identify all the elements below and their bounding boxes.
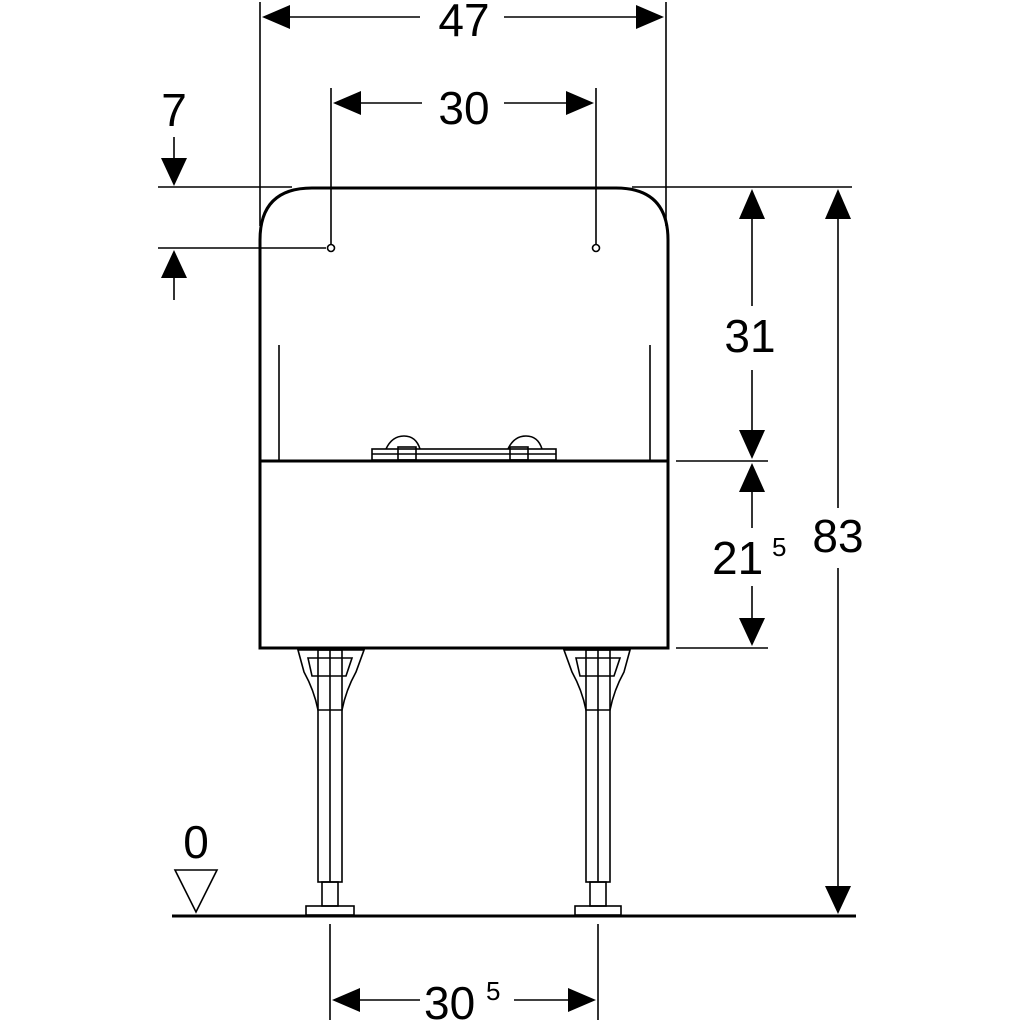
floor-level-label: 0 <box>183 816 209 868</box>
leg-foot-left <box>305 905 355 916</box>
leg-foot-right <box>574 905 622 916</box>
dimension-lower-height-label: 21 <box>712 532 763 584</box>
dimension-upper-height: 31 <box>724 189 776 459</box>
dimension-width-overall: 47 <box>262 0 664 46</box>
leg-right <box>562 649 632 916</box>
dimension-width-overall-label: 47 <box>438 0 489 46</box>
dimension-leg-spacing-main: 30 <box>424 977 475 1024</box>
dimension-total-height: 83 <box>812 189 864 914</box>
dimension-hole-offset-label: 7 <box>161 84 187 136</box>
dimension-lower-height-superscript: 5 <box>772 532 786 562</box>
bracket-clip-left <box>385 435 421 450</box>
dimension-leg-spacing: 30 5 <box>332 976 596 1024</box>
cabinet-body <box>258 186 670 650</box>
leg-foot-stem-left <box>321 881 339 907</box>
floor-level-marker: 0 <box>173 816 219 914</box>
dimension-total-height-label: 83 <box>812 510 863 562</box>
leg-foot-stem-right <box>589 881 607 907</box>
mounting-hole-left <box>326 243 336 253</box>
dimension-hole-spacing: 30 <box>333 82 594 134</box>
dimension-hole-offset: 7 <box>161 84 187 300</box>
siphon-bracket <box>371 435 557 461</box>
dimension-leg-spacing-superscript: 5 <box>486 976 500 1006</box>
dimension-hole-spacing-label: 30 <box>438 82 489 134</box>
bracket-clip-right <box>507 435 543 450</box>
dimension-leg-spacing-label: 30 <box>424 977 475 1024</box>
dimension-lower-height: 21 5 <box>712 463 786 646</box>
dimension-upper-height-label: 31 <box>724 310 775 362</box>
floor-level-triangle-icon <box>173 869 219 914</box>
cabinet-outline <box>258 186 670 650</box>
dimension-lower-height-main: 21 <box>712 532 763 584</box>
extension-lines <box>158 2 852 1020</box>
mounting-hole-right <box>591 243 601 253</box>
leg-left <box>296 649 366 916</box>
